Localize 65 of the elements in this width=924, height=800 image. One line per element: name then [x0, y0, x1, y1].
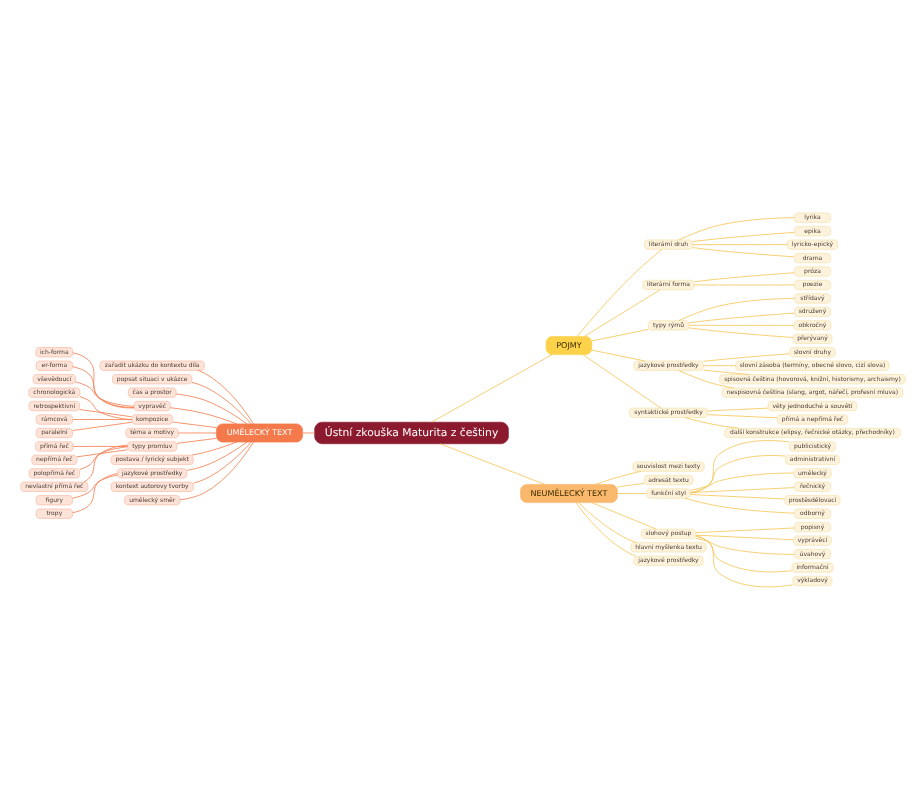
connector: [689, 455, 785, 493]
connector: [687, 312, 794, 324]
connector: [590, 328, 648, 342]
connector: [577, 502, 637, 544]
connector: [196, 370, 253, 425]
connector: [694, 537, 794, 555]
connector: [301, 432, 314, 434]
connector: [677, 370, 733, 389]
connector: [689, 472, 793, 491]
connector: [583, 289, 660, 337]
connector: [689, 440, 789, 494]
connector: [706, 407, 768, 412]
connector: [71, 474, 117, 499]
connector: [683, 497, 794, 514]
connector: [171, 421, 216, 428]
connector: [590, 502, 656, 530]
connector: [174, 393, 247, 425]
connector: [78, 396, 131, 420]
connector: [71, 446, 127, 447]
connector: [677, 297, 794, 321]
connector: [590, 349, 645, 362]
connector: [687, 324, 794, 326]
connector: [581, 354, 661, 409]
connector: [694, 534, 793, 541]
connector: [71, 419, 131, 420]
connector: [71, 473, 117, 514]
connector: [706, 414, 777, 419]
connector: [593, 470, 641, 485]
connector: [192, 441, 251, 484]
connector: [692, 272, 794, 283]
connector: [574, 502, 635, 557]
connector: [178, 441, 253, 501]
connector: [701, 365, 736, 367]
connector: [438, 443, 545, 485]
connector: [78, 446, 127, 470]
connector: [71, 352, 134, 409]
connector: [687, 327, 793, 338]
connector: [677, 217, 794, 241]
connector: [190, 441, 236, 456]
connector: [177, 432, 216, 434]
connector: [82, 444, 127, 483]
connector: [701, 369, 749, 375]
connector: [430, 354, 552, 423]
connector: [575, 249, 662, 337]
connector: [74, 381, 134, 407]
connector: [691, 244, 787, 246]
connector: [694, 535, 793, 588]
connector: [689, 494, 785, 500]
connector: [175, 437, 216, 444]
connector: [689, 487, 794, 493]
connector: [78, 409, 131, 418]
connector: [616, 493, 646, 494]
connector: [169, 407, 236, 425]
connector: [71, 366, 134, 408]
connector: [683, 417, 739, 429]
connector: [694, 535, 792, 573]
connector: [694, 527, 794, 534]
connector: [701, 353, 789, 362]
connector: [691, 247, 794, 258]
connector: [71, 421, 131, 431]
connector: [75, 449, 127, 458]
connector: [691, 231, 794, 242]
connector: [190, 382, 251, 425]
connector: [616, 482, 644, 488]
connector: [185, 441, 247, 471]
